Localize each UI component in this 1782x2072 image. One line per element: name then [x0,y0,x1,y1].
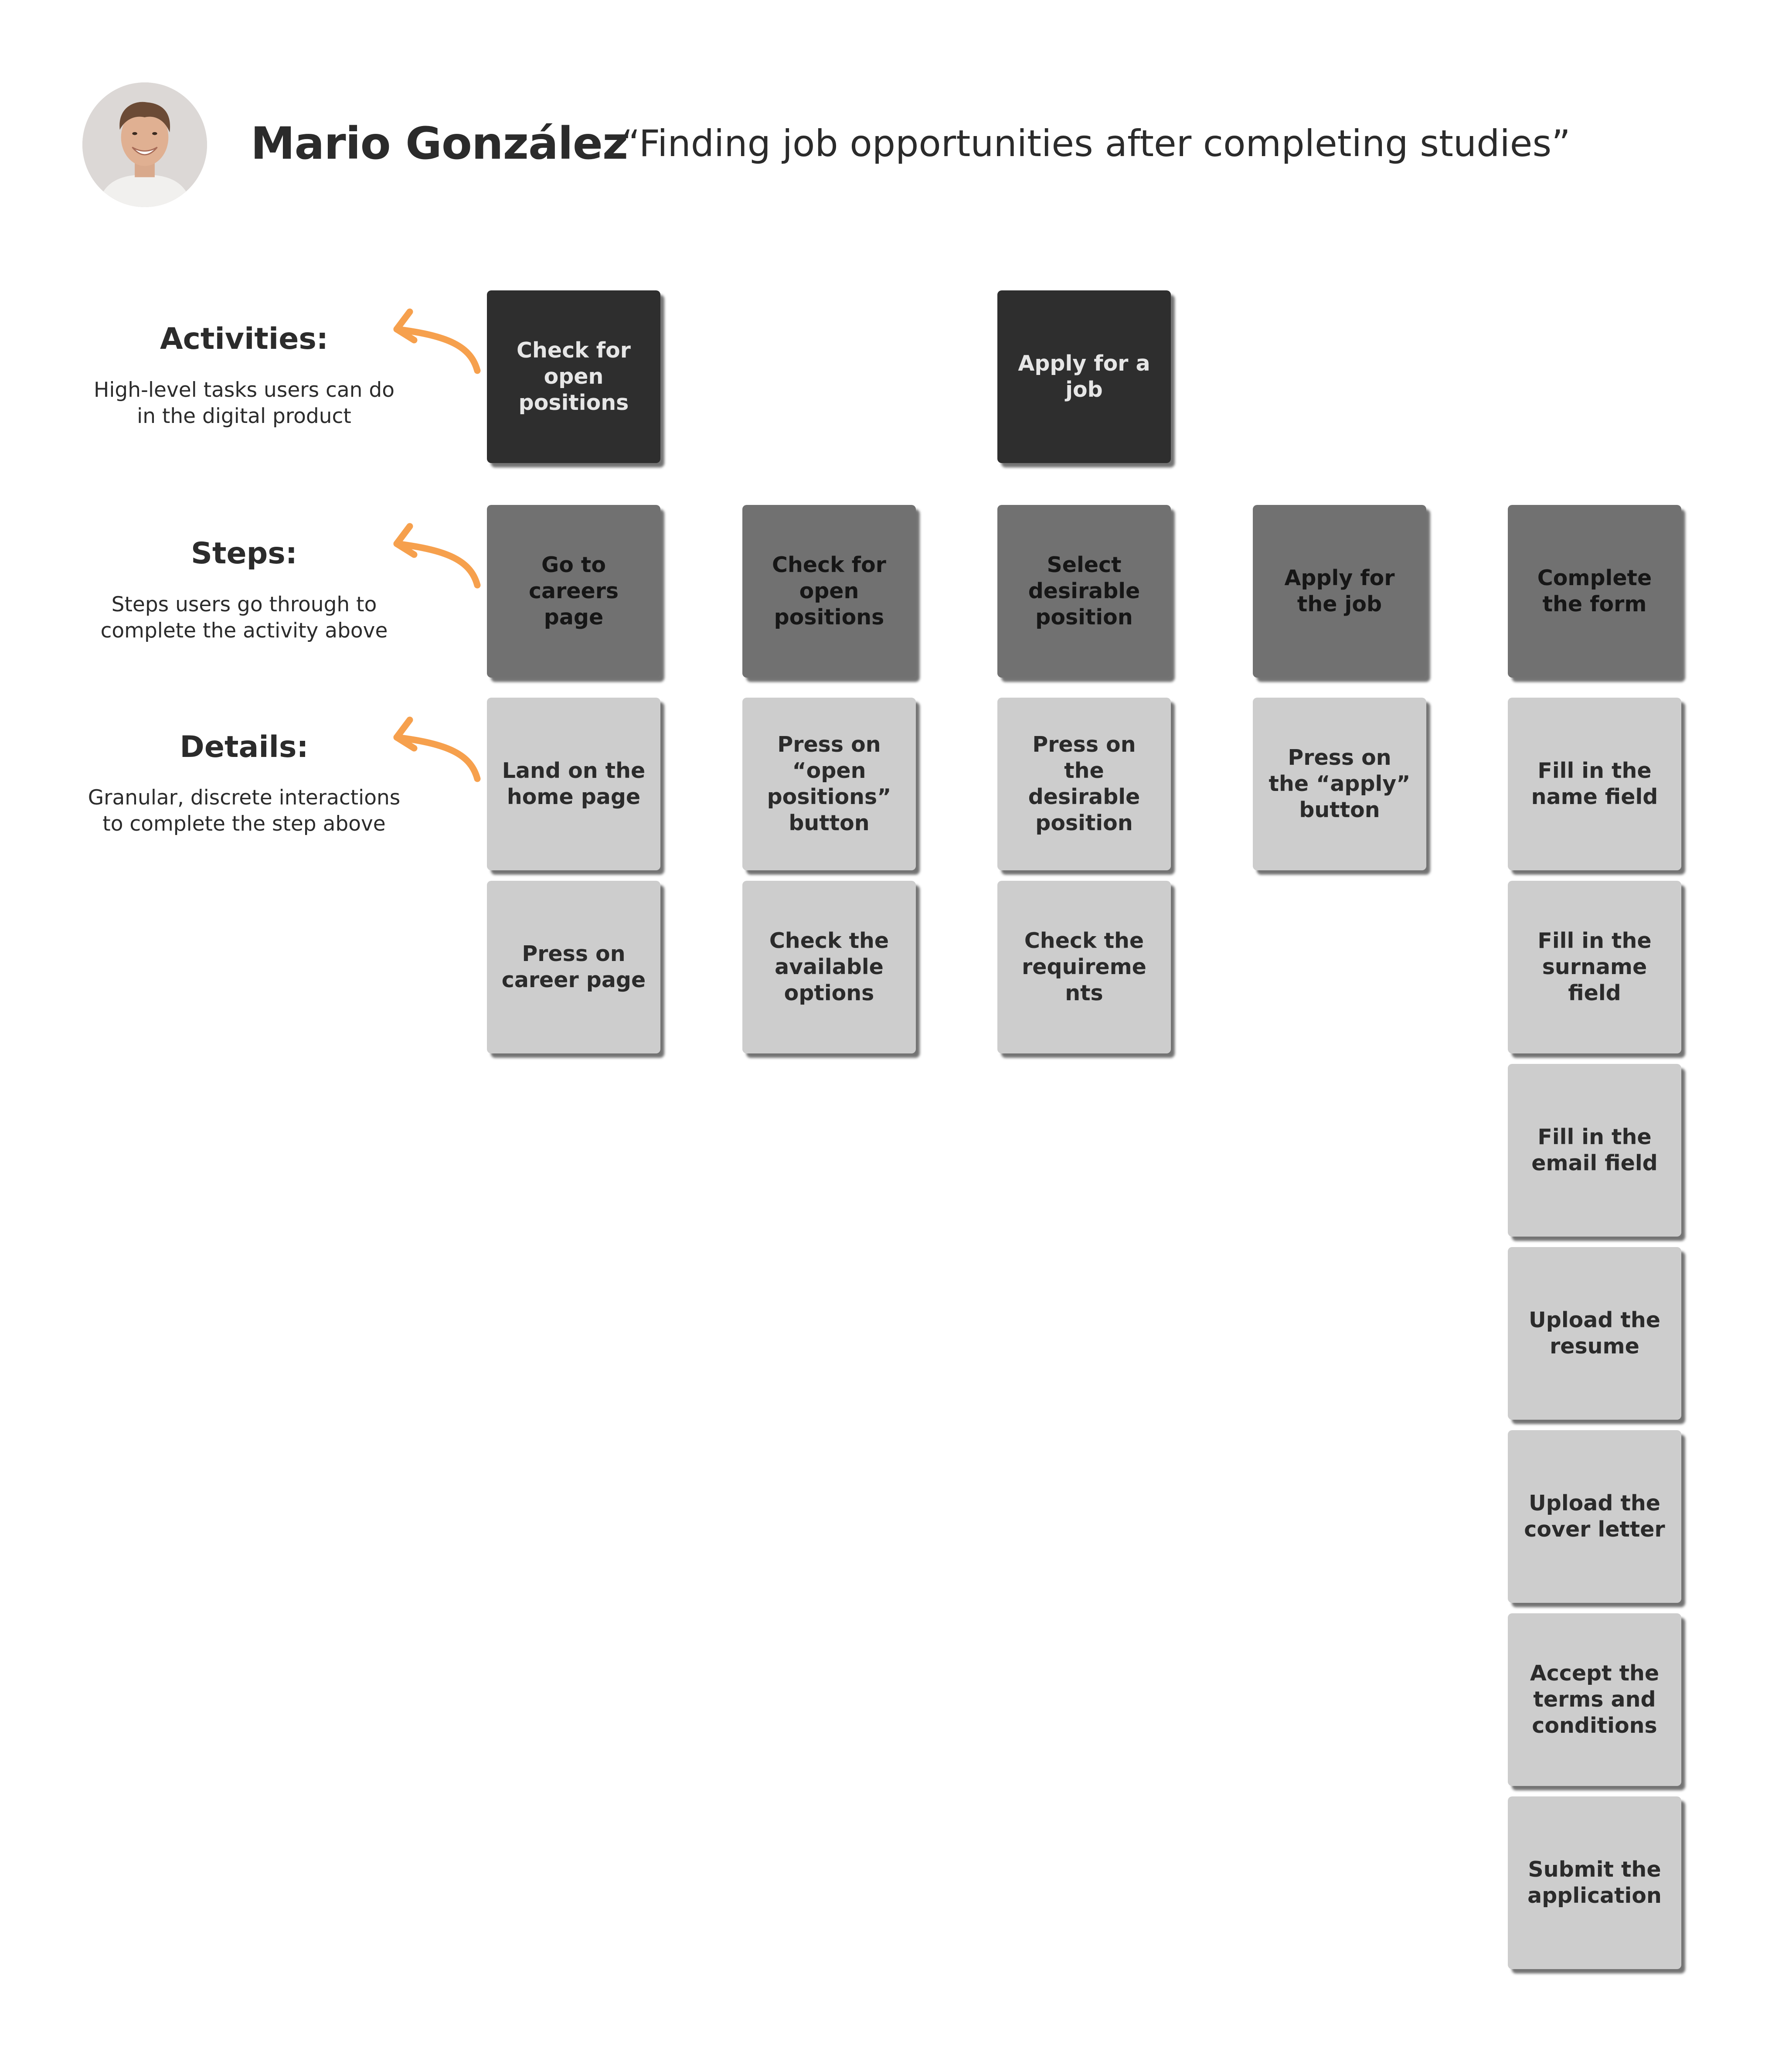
step-card-go-to-careers[interactable]: Go to careers page [487,505,660,678]
detail-card[interactable]: Check the requireme nts [997,881,1171,1053]
detail-card[interactable]: Accept the terms and conditions [1508,1613,1681,1786]
arrow-icon [393,716,481,782]
step-card-complete-form[interactable]: Complete the form [1508,505,1681,678]
person-portrait-icon [82,82,207,207]
steps-description: Steps users go through to complete the a… [100,593,388,643]
arrow-icon [393,523,481,589]
steps-title: Steps: [191,536,297,571]
detail-card[interactable]: Press on the “apply” button [1253,698,1426,870]
arrow-icon [393,308,481,374]
detail-card[interactable]: Check the available options [742,881,916,1053]
detail-card[interactable]: Fill in the email field [1508,1064,1681,1237]
activities-description: High-level tasks users can do in the dig… [94,378,394,428]
detail-card[interactable]: Press on the desirable position [997,698,1171,870]
step-card-select-position[interactable]: Select desirable position [997,505,1171,678]
detail-card[interactable]: Land on the home page [487,698,660,870]
avatar [82,82,207,207]
persona-quote: “Finding job opportunities after complet… [621,122,1571,165]
detail-card[interactable]: Submit the application [1508,1796,1681,1969]
detail-card[interactable]: Upload the resume [1508,1247,1681,1420]
activity-card-apply-for-job[interactable]: Apply for a job [997,290,1171,463]
activities-title: Activities: [160,322,328,356]
detail-card[interactable]: Press on “open positions” button [742,698,916,870]
detail-card[interactable]: Fill in the surname field [1508,881,1681,1053]
activity-card-check-open-positions[interactable]: Check for open positions [487,290,660,463]
details-title: Details: [180,730,309,764]
details-description: Granular, discrete interactions to compl… [88,786,401,836]
persona-name: Mario González [251,118,628,170]
detail-card[interactable]: Fill in the name field [1508,698,1681,870]
detail-card[interactable]: Press on career page [487,881,660,1053]
step-card-apply-for-job[interactable]: Apply for the job [1253,505,1426,678]
detail-card[interactable]: Upload the cover letter [1508,1430,1681,1603]
step-card-check-open-positions[interactable]: Check for open positions [742,505,916,678]
